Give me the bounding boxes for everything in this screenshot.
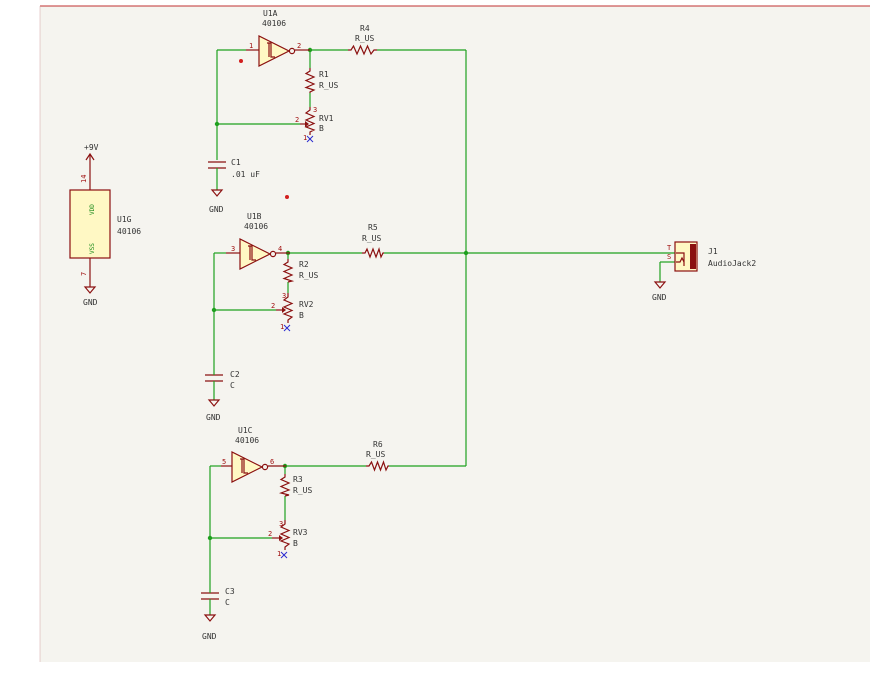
erc-marker [239,59,243,63]
gnd-symbol-c3: GND [202,614,217,641]
rv2-pin1: 1 [280,323,284,331]
rv3-value: B [293,539,298,548]
u1g-ref: U1G [117,215,132,224]
r5-ref: R5 [368,223,378,232]
rv1-pin3: 3 [313,106,317,114]
r3-value: R_US [293,486,312,495]
r5-value: R_US [362,234,381,243]
resistor-r5[interactable]: R5 R_US [362,223,384,259]
u1a-value: 40106 [262,19,286,28]
rv1-pin1: 1 [303,134,307,142]
j1-pin-s: S [667,253,671,261]
paper-background [40,6,870,662]
r1-ref: R1 [319,70,329,79]
c2-ref: C2 [230,370,240,379]
u1g-value: 40106 [117,227,141,236]
rv3-pin1: 1 [277,550,281,558]
potentiometer-rv1[interactable]: 3 2 1 RV1 B [295,106,334,143]
potentiometer-rv3[interactable]: 3 2 1 RV3 B [268,520,308,559]
rv3-pin2: 2 [268,530,272,538]
u1a-ref: U1A [263,9,278,18]
gnd-symbol-c1: GND [209,189,224,214]
rv1-pin2: 2 [295,116,299,124]
rv2-pin3: 3 [282,292,286,300]
schmitt-inverter-u1b[interactable]: U1B 40106 3 4 [226,212,290,270]
rv2-pin2: 2 [271,302,275,310]
schmitt-inverter-u1a[interactable]: U1A 40106 1 2 [246,9,310,67]
resistor-r2[interactable]: R2 R_US [282,259,318,283]
u1g-pin-vdd: 14 [80,175,88,183]
j1-ref: J1 [708,247,718,256]
gnd-label-c2: GND [206,413,221,422]
u1c-ref: U1C [238,426,253,435]
u1b-pin-in: 3 [231,245,235,253]
gnd-label-j1: GND [652,293,667,302]
gnd-symbol-j1: GND [652,281,667,302]
u1g-vdd-label: VDD [89,204,96,215]
u1c-pin-in: 5 [222,458,226,466]
r6-ref: R6 [373,440,383,449]
c1-value: .01 uF [231,170,260,179]
c3-value: C [225,598,230,607]
r4-value: R_US [355,34,374,43]
u1g-pin-vss: 7 [80,272,88,276]
gnd-label-u1g: GND [83,298,98,307]
r2-ref: R2 [299,260,309,269]
u1a-pin-out: 2 [297,42,301,50]
u1c-value: 40106 [235,436,259,445]
rv3-ref: RV3 [293,528,308,537]
rv2-ref: RV2 [299,300,314,309]
resistor-r6[interactable]: R6 R_US [366,440,389,472]
rv3-pin3: 3 [279,520,283,528]
u1a-pin-in: 1 [249,42,253,50]
r2-value: R_US [299,271,318,280]
u1b-pin-out: 4 [278,245,282,253]
schmitt-inverter-u1c[interactable]: U1C 40106 5 6 [221,426,286,483]
r4-ref: R4 [360,24,370,33]
resistor-r3[interactable]: R3 R_US [278,474,312,497]
resistor-r1[interactable]: R1 R_US [304,68,338,93]
gnd-label-c3: GND [202,632,217,641]
rv1-value: B [319,124,324,133]
vplus-label: +9V [84,143,99,152]
capacitor-c3[interactable]: C3 C [201,587,235,607]
r6-value: R_US [366,450,385,459]
u1g-vss-label: VSS [89,243,96,254]
c2-value: C [230,381,235,390]
resistor-r4[interactable]: R4 R_US [348,24,377,56]
gnd-label-c1: GND [209,205,224,214]
power-unit-u1g[interactable]: +9V 14 VDD VSS U1G 40106 7 GND [69,143,141,307]
potentiometer-rv2[interactable]: 3 2 1 RV2 B [271,292,314,332]
u1c-pin-out: 6 [270,458,274,466]
u1b-value: 40106 [244,222,268,231]
c3-ref: C3 [225,587,235,596]
capacitor-c1[interactable]: C1 .01 uF [208,158,260,179]
rv2-value: B [299,311,304,320]
r3-ref: R3 [293,475,303,484]
c1-ref: C1 [231,158,241,167]
j1-value: AudioJack2 [708,259,756,268]
j1-pin-t: T [667,244,672,252]
u1b-ref: U1B [247,212,262,221]
audio-jack-j1[interactable]: T S J1 AudioJack2 [667,241,756,272]
capacitor-c2[interactable]: C2 C [205,370,240,390]
gnd-symbol-c2: GND [206,399,221,422]
erc-marker [285,195,289,199]
r1-value: R_US [319,81,338,90]
rv1-ref: RV1 [319,114,334,123]
